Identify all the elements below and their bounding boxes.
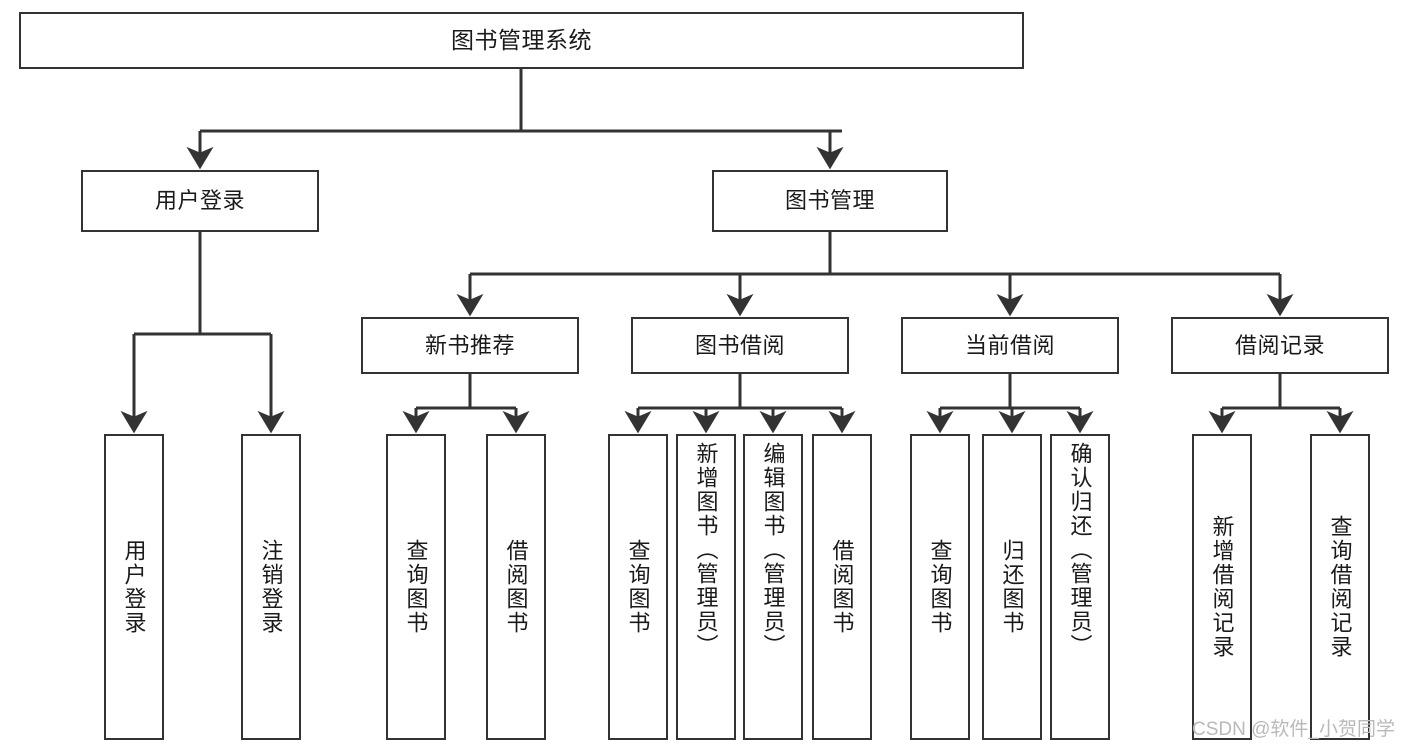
node-borrow-record-label: 借阅记录 (1234, 332, 1325, 358)
node-book-manage[interactable]: 图书管理 (712, 170, 948, 232)
node-new-book-recommend-label: 新书推荐 (424, 332, 515, 358)
node-leaf-query-borrow-record[interactable]: 查询借阅记录 (1310, 434, 1370, 740)
node-leaf-logout-label: 注销登录 (258, 539, 284, 635)
node-leaf-borrow-book-recommend[interactable]: 借阅图书 (486, 434, 546, 740)
node-current-borrow[interactable]: 当前借阅 (901, 317, 1119, 374)
node-leaf-add-borrow-record-label: 新增借阅记录 (1209, 515, 1235, 659)
node-leaf-query-book-borrow-label: 查询图书 (625, 539, 651, 635)
node-leaf-confirm-return-label: 确认归还（管理员） (1067, 442, 1093, 658)
node-leaf-query-book-current-label: 查询图书 (927, 539, 953, 635)
node-leaf-query-book-current[interactable]: 查询图书 (910, 434, 970, 740)
node-leaf-edit-book-label: 编辑图书（管理员） (760, 442, 786, 658)
node-user-login[interactable]: 用户登录 (81, 170, 319, 232)
node-leaf-logout[interactable]: 注销登录 (241, 434, 301, 740)
node-leaf-borrow-book-recommend-label: 借阅图书 (503, 539, 529, 635)
node-borrow-record[interactable]: 借阅记录 (1171, 317, 1389, 374)
node-leaf-user-login-label: 用户登录 (121, 539, 147, 635)
node-leaf-edit-book[interactable]: 编辑图书（管理员） (743, 434, 803, 740)
node-leaf-query-book-borrow[interactable]: 查询图书 (608, 434, 668, 740)
node-leaf-user-login[interactable]: 用户登录 (104, 434, 164, 740)
node-leaf-query-book-recommend[interactable]: 查询图书 (386, 434, 446, 740)
node-new-book-recommend[interactable]: 新书推荐 (361, 317, 579, 374)
node-book-manage-label: 图书管理 (784, 188, 875, 214)
node-leaf-confirm-return[interactable]: 确认归还（管理员） (1050, 434, 1110, 740)
node-current-borrow-label: 当前借阅 (964, 332, 1055, 358)
node-leaf-add-book[interactable]: 新增图书（管理员） (676, 434, 736, 740)
node-book-borrow[interactable]: 图书借阅 (631, 317, 849, 374)
node-leaf-query-book-recommend-label: 查询图书 (403, 539, 429, 635)
node-root-label: 图书管理系统 (451, 26, 592, 53)
node-leaf-borrow-book[interactable]: 借阅图书 (812, 434, 872, 740)
node-book-borrow-label: 图书借阅 (694, 332, 785, 358)
node-leaf-add-book-label: 新增图书（管理员） (693, 442, 719, 658)
node-leaf-query-borrow-record-label: 查询借阅记录 (1327, 515, 1353, 659)
node-leaf-add-borrow-record[interactable]: 新增借阅记录 (1192, 434, 1252, 740)
node-user-login-label: 用户登录 (154, 188, 245, 214)
node-leaf-return-book-label: 归还图书 (999, 539, 1025, 635)
node-leaf-return-book[interactable]: 归还图书 (982, 434, 1042, 740)
csdn-watermark: CSDN @软件_小贺同学 (1192, 719, 1395, 740)
node-root[interactable]: 图书管理系统 (19, 12, 1024, 69)
node-leaf-borrow-book-label: 借阅图书 (829, 539, 855, 635)
